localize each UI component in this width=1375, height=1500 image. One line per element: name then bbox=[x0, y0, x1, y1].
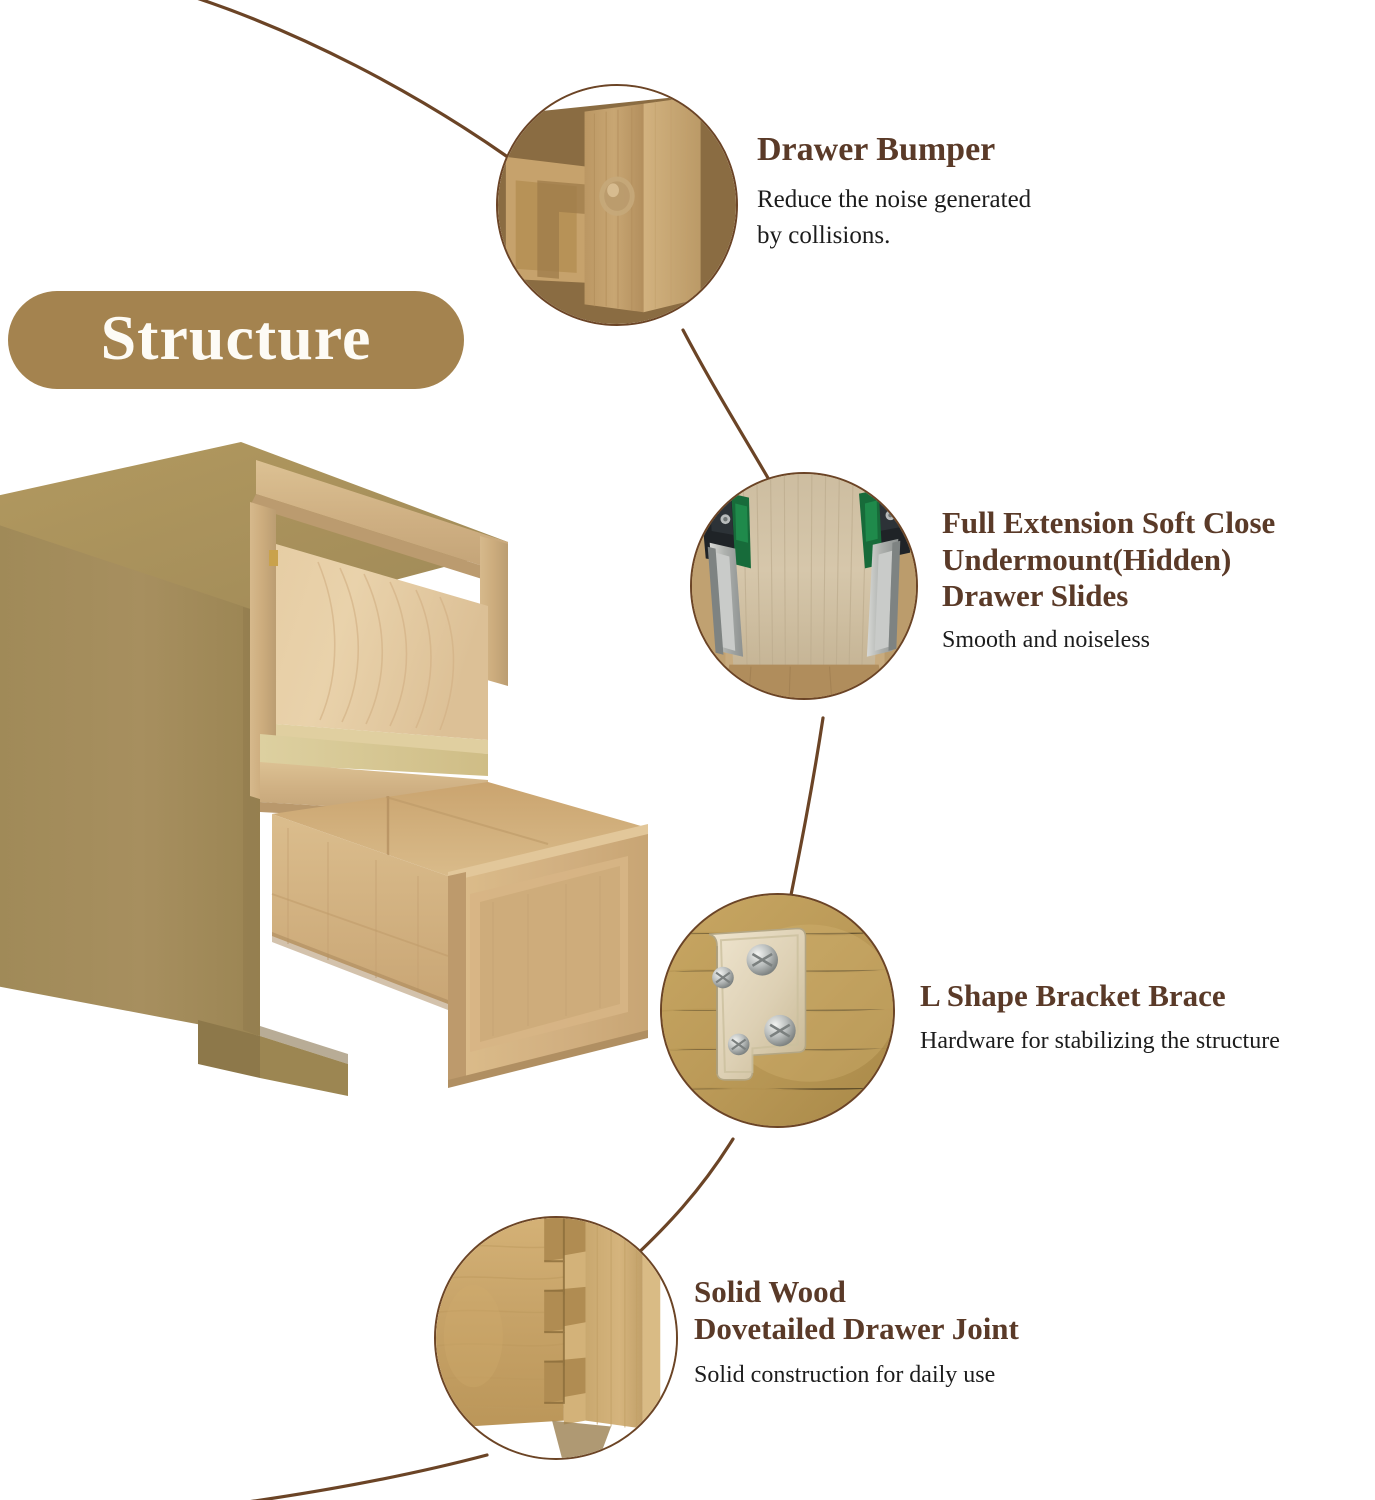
callout-drawer-slides-subtitle: Smooth and noiseless bbox=[942, 624, 1375, 656]
right-slide-mechanism bbox=[859, 483, 911, 657]
callout-drawer-slides: Full Extension Soft Close Undermount(Hid… bbox=[942, 505, 1375, 656]
callout-drawer-bumper-title-line-1: Drawer Bumper bbox=[757, 131, 996, 168]
connector-circle2-to-circle3 bbox=[788, 716, 825, 902]
callout-drawer-slides-title-line-3: Drawer Slides bbox=[942, 578, 1129, 614]
bracket-screws bbox=[712, 944, 796, 1056]
callout-dovetail-joint-title-line-2: Dovetailed Drawer Joint bbox=[694, 1311, 1019, 1347]
connector-top-entry bbox=[197, 0, 514, 162]
callout-dovetail-joint-subtitle-line-1: Solid construction for daily use bbox=[694, 1362, 996, 1389]
left-slide-mechanism bbox=[699, 491, 751, 657]
product-photo-nightstand bbox=[0, 424, 688, 1104]
callout-drawer-slides-title-line-2: Undermount(Hidden) bbox=[942, 541, 1232, 577]
callout-dovetail-joint-title-line-1: Solid Wood bbox=[694, 1274, 846, 1309]
callout-bracket-brace-title: L Shape Bracket Brace bbox=[920, 978, 1375, 1014]
callout-dovetail-joint-subtitle: Solid construction for daily use bbox=[694, 1359, 1154, 1391]
structure-badge: Structure bbox=[8, 291, 464, 389]
structure-badge-label: Structure bbox=[100, 302, 372, 373]
callout-drawer-bumper-subtitle: Reduce the noise generated by collisions… bbox=[757, 182, 1157, 254]
callout-bracket-brace-subtitle-line-1: Hardware for stabilizing the structure bbox=[920, 1027, 1280, 1054]
drawer-slides-image bbox=[692, 474, 916, 698]
callout-drawer-slides-title: Full Extension Soft Close Undermount(Hid… bbox=[942, 505, 1375, 615]
nightstand-illustration bbox=[0, 442, 648, 1096]
callout-drawer-bumper-subtitle-line-2: by collisions. bbox=[757, 221, 891, 249]
connector-bottom-exit bbox=[250, 1453, 489, 1500]
dovetail-fingers bbox=[544, 1218, 586, 1425]
callout-dovetail-joint-title: Solid Wood Dovetailed Drawer Joint bbox=[694, 1273, 1154, 1347]
callout-drawer-bumper-title: Drawer Bumper bbox=[757, 131, 1157, 170]
drawer-slides-detail-photo bbox=[690, 472, 918, 700]
dovetail-joint-image bbox=[436, 1218, 676, 1458]
callout-bracket-brace-subtitle: Hardware for stabilizing the structure bbox=[920, 1025, 1375, 1057]
dovetail-joint-detail-photo bbox=[434, 1216, 678, 1460]
drawer-bumper-image bbox=[498, 86, 736, 324]
callout-bracket-brace: L Shape Bracket Brace Hardware for stabi… bbox=[920, 978, 1375, 1057]
callout-drawer-slides-subtitle-line-1: Smooth and noiseless bbox=[942, 626, 1150, 653]
callout-bracket-brace-title-line-1: L Shape Bracket Brace bbox=[920, 978, 1226, 1013]
callout-drawer-bumper-subtitle-line-1: Reduce the noise generated bbox=[757, 185, 1032, 213]
l-bracket-detail-photo bbox=[660, 893, 895, 1128]
callout-drawer-slides-title-line-1: Full Extension Soft Close bbox=[942, 505, 1276, 540]
callout-dovetail-joint: Solid Wood Dovetailed Drawer Joint Solid… bbox=[694, 1273, 1154, 1392]
connector-circle1-to-circle2 bbox=[681, 328, 770, 480]
callout-drawer-bumper: Drawer Bumper Reduce the noise generated… bbox=[757, 131, 1157, 254]
l-bracket-image bbox=[662, 895, 893, 1126]
drawer-bumper-detail-photo bbox=[496, 84, 738, 326]
